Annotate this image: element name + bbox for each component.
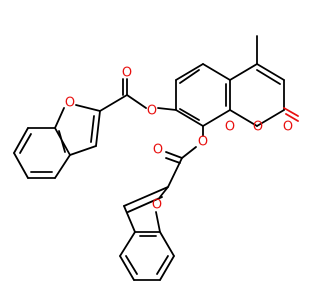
coumarin-benzo-ring	[175, 63, 231, 127]
oxygen-atom-label: O	[225, 120, 235, 135]
bond	[125, 255, 138, 275]
bond	[202, 109, 231, 127]
bond	[179, 108, 200, 121]
bond	[155, 211, 161, 233]
bond	[126, 94, 147, 109]
bond	[13, 127, 29, 154]
oxygen-labels: O O O O O O O O O	[65, 66, 293, 213]
bond	[58, 130, 66, 153]
upper-ester	[99, 78, 177, 112]
oxygen-atom-label: O	[198, 135, 208, 150]
upper-benzofuran	[13, 104, 101, 179]
oxygen-atom-label: O	[147, 104, 157, 119]
carbonyl-bond	[283, 107, 299, 117]
bond	[54, 107, 65, 129]
lower-benzofuran	[119, 186, 175, 281]
bond	[256, 69, 281, 85]
molecule-diagram: O O O O O O O O O	[13, 35, 299, 281]
bond	[229, 63, 258, 81]
bond	[181, 146, 197, 159]
bond	[69, 145, 97, 156]
bond	[19, 133, 32, 154]
oxygen-atom-label: O	[153, 143, 163, 158]
bond	[123, 186, 169, 207]
bond	[54, 154, 71, 179]
structure-svg: O O O O O O O O O	[13, 35, 299, 281]
bond	[13, 152, 29, 179]
oxygen-atom-label: O	[122, 66, 132, 81]
bond	[175, 63, 204, 81]
bond	[127, 196, 163, 213]
oxygen-atom-label: O	[253, 120, 263, 135]
oxygen-atom-label: O	[65, 96, 75, 111]
bond	[159, 186, 169, 198]
bond	[256, 63, 285, 81]
bond	[119, 255, 135, 281]
bond	[167, 157, 183, 188]
bond	[175, 109, 204, 127]
oxygen-atom-label: O	[283, 120, 293, 135]
bond	[256, 109, 285, 127]
bond	[156, 255, 169, 275]
bond	[159, 231, 175, 257]
bond	[90, 115, 95, 143]
carbonyl-bond	[285, 113, 299, 122]
oxygen-atom-label: O	[152, 198, 162, 213]
coumarin-pyrone-ring	[229, 35, 299, 127]
bond	[95, 110, 101, 147]
bond	[202, 63, 231, 81]
carbonyl-bond	[165, 157, 181, 164]
bond	[123, 205, 136, 233]
bond	[99, 94, 128, 112]
bond	[179, 69, 200, 84]
bond	[119, 231, 136, 257]
carbonyl-bond	[165, 151, 183, 159]
bond	[229, 109, 258, 127]
lower-ester	[165, 125, 204, 188]
bond	[157, 107, 177, 111]
bond	[159, 255, 175, 281]
bond	[75, 104, 101, 112]
